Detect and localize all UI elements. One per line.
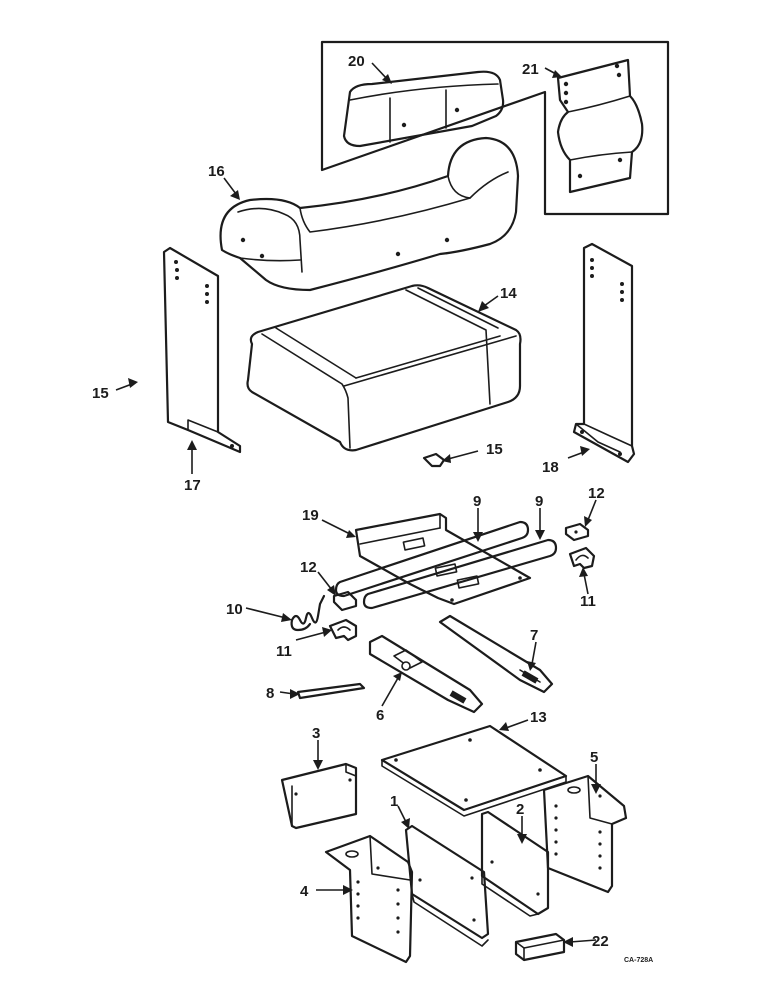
part-10-spring: [290, 594, 326, 632]
part-14-seat-cushion: [246, 284, 522, 452]
part-6-slide-rail-latch: [368, 634, 484, 714]
part-18-right-support: [572, 242, 636, 464]
callout-21: 21: [522, 61, 539, 78]
callout-15-left: 15: [92, 385, 109, 402]
part-11-clip-left: [328, 618, 358, 642]
part-20-backrest-cushion: [342, 70, 505, 148]
callout-labels: 20 21 16 14 15 15 17 18 19 9 9 12 12 11 …: [92, 53, 653, 964]
part-12-pad-right: [564, 522, 590, 542]
callout-13: 13: [530, 709, 547, 726]
callout-12-left: 12: [300, 559, 317, 576]
leader-arrows: [115, 62, 601, 947]
part-13-base-plate: [380, 724, 568, 817]
part-5-side-bracket: [542, 774, 628, 894]
callout-11-right: 11: [580, 593, 596, 610]
part-9-rods: [334, 520, 558, 610]
part-22-clip: [514, 932, 566, 962]
callout-14: 14: [500, 285, 517, 302]
part-12-pad-left: [332, 590, 358, 612]
callout-20: 20: [348, 53, 365, 70]
part-21-backrest-bracket: [556, 58, 644, 194]
callout-12-right: 12: [588, 485, 605, 502]
part-16-back-cushion: [219, 136, 520, 292]
callout-1: 1: [390, 793, 398, 810]
callout-4: 4: [300, 883, 309, 900]
callout-22: 22: [592, 933, 609, 950]
callout-3: 3: [312, 725, 320, 742]
part-17-left-support: [162, 246, 242, 454]
part-11-clip-right: [568, 546, 596, 570]
callout-16: 16: [208, 163, 225, 180]
callout-9-left: 9: [473, 493, 481, 510]
part-1-panel: [404, 824, 490, 947]
callout-5: 5: [590, 749, 598, 766]
callout-2: 2: [516, 801, 524, 818]
callout-11-left: 11: [276, 643, 292, 660]
part-8-rod: [296, 682, 366, 700]
callout-17: 17: [184, 477, 201, 494]
callout-15-right: 15: [486, 441, 503, 458]
part-7-slide-rail: [438, 614, 554, 694]
callout-10: 10: [226, 601, 243, 618]
callout-7: 7: [530, 627, 538, 644]
callout-8: 8: [266, 685, 274, 702]
callout-18: 18: [542, 459, 559, 476]
callout-19: 19: [302, 507, 319, 524]
part-2-panel: [480, 810, 550, 917]
part-3-bracket: [280, 762, 358, 830]
part-4-side-bracket: [324, 834, 414, 964]
part-15-clip: [422, 452, 446, 468]
inset-frame: [320, 40, 670, 216]
figure-code: CA-728A: [624, 957, 653, 964]
callout-9-right: 9: [535, 493, 543, 510]
callout-6: 6: [376, 707, 384, 724]
